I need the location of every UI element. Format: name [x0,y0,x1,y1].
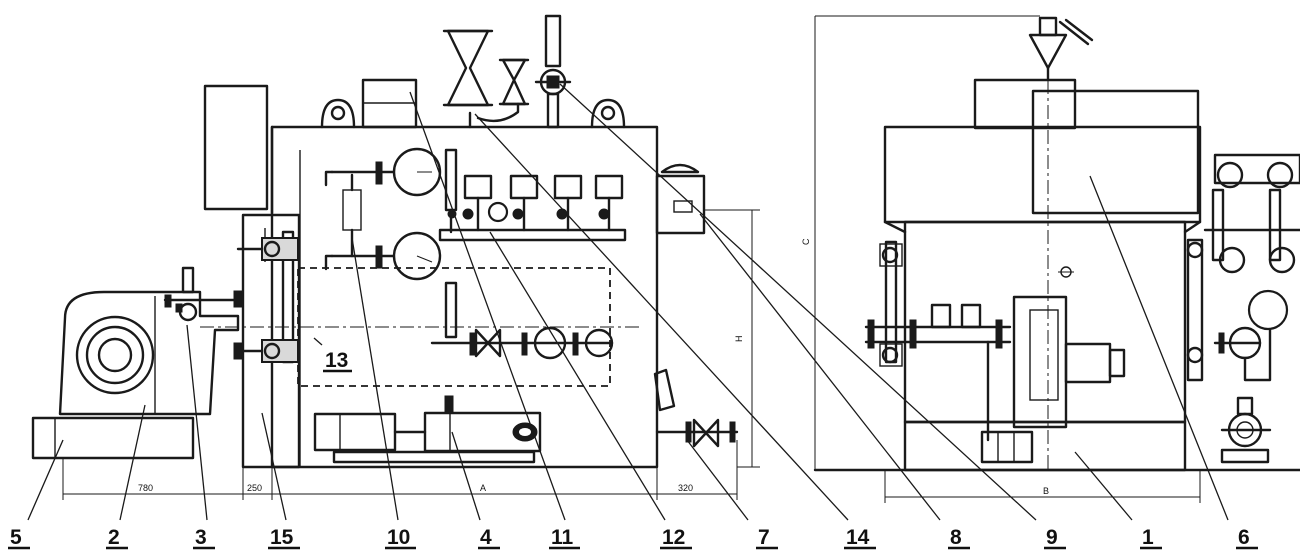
dim-b: B [1043,486,1049,496]
top-hopper [1028,16,1094,82]
side-casing [883,125,1202,224]
upper-housing [973,78,1077,130]
internal-dashed-box [297,267,611,387]
lifting-eye-right [590,98,626,129]
pressure-gauge-lower [324,228,442,281]
callout-10: 10 [387,526,410,549]
dim-c: C [801,238,811,245]
callout-2: 2 [108,526,120,549]
drain-valve [655,418,739,448]
feed-pump [313,395,542,464]
side-gauge-panel [1186,153,1300,464]
side-level-column [879,240,903,367]
pressure-gauge-upper [324,147,442,231]
hourglass-small [498,58,530,106]
callout-3: 3 [195,526,207,549]
callout-12: 12 [662,526,685,549]
control-cabinet [203,84,269,211]
side-terminal-box [655,174,706,235]
lower-body [903,220,1187,424]
callout-1: 1 [1142,526,1154,549]
inner-callout-13: 13 [325,349,348,372]
valve-train [430,281,614,360]
callout-11: 11 [551,526,574,549]
callout-numbers: 5 2 3 15 10 4 11 12 7 14 8 9 1 6 [8,526,1258,550]
callout-6: 6 [1238,526,1250,549]
callout-9: 9 [1046,526,1058,549]
side-view: C [801,15,1300,503]
base-frame [31,416,195,460]
boiler-body [270,125,659,469]
safety-valve [534,14,572,129]
callout-5: 5 [10,526,22,549]
front-dimensions: 780 250 A 320 H [62,209,760,500]
burner-blower [58,266,240,416]
tank-box [1031,89,1200,215]
lifting-eye-left [320,98,356,129]
instrument-manifold [438,174,627,242]
side-gas-train [864,303,1012,349]
callout-15: 15 [270,526,294,549]
dim-780: 780 [138,483,153,493]
callout-7: 7 [758,526,770,549]
dim-250: 250 [247,483,262,493]
dim-320: 320 [678,483,693,493]
dim-h: H [734,336,744,343]
side-blower [980,295,1126,464]
hourglass-large [442,29,494,107]
callout-14: 14 [846,526,870,549]
front-view: 13 [31,14,760,500]
dim-a: A [480,483,486,493]
callout-4: 4 [480,526,492,549]
leader-lines [27,83,1229,521]
callout-8: 8 [950,526,962,549]
